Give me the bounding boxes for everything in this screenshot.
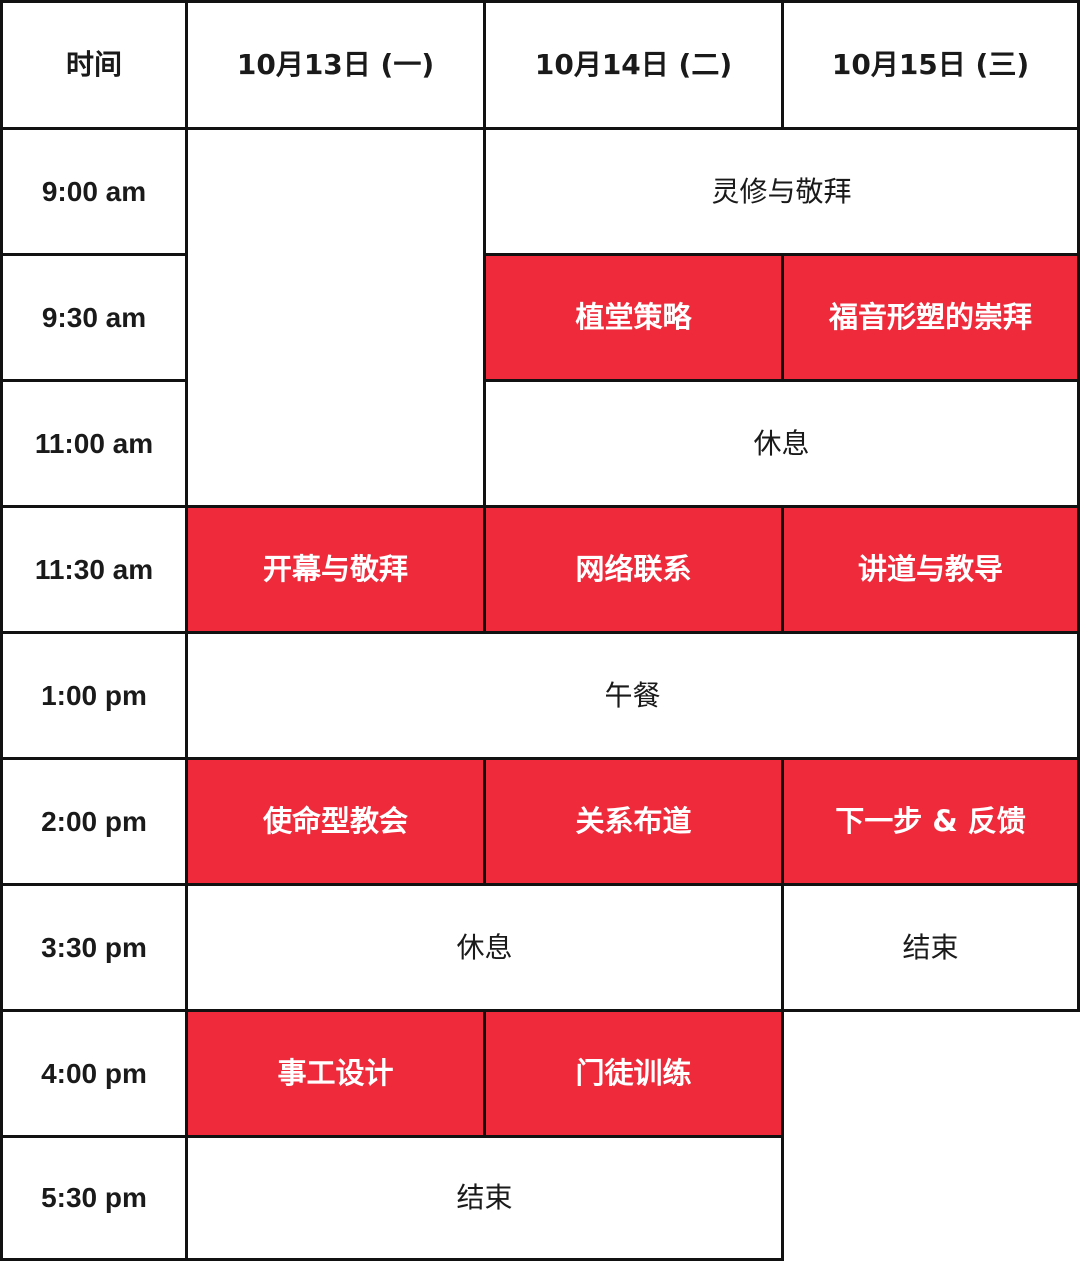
session-gospel-worship: 福音形塑的崇拜 <box>781 253 1080 382</box>
time-slot: 9:00 am <box>0 127 188 256</box>
event-lunch: 午餐 <box>185 631 1080 760</box>
event-break-afternoon: 休息 <box>185 883 784 1012</box>
session-preaching: 讲道与教导 <box>781 505 1080 634</box>
session-missional-church: 使命型教会 <box>185 757 486 886</box>
header-day-2: 10月14日 (二) <box>483 0 784 130</box>
time-slot: 4:00 pm <box>0 1009 188 1138</box>
time-slot: 11:00 am <box>0 379 188 508</box>
session-church-planting: 植堂策略 <box>483 253 784 382</box>
session-relational-evangelism: 关系布道 <box>483 757 784 886</box>
event-devotion: 灵修与敬拜 <box>483 127 1080 256</box>
time-slot: 11:30 am <box>0 505 188 634</box>
session-opening-worship: 开幕与敬拜 <box>185 505 486 634</box>
header-time: 时间 <box>0 0 188 130</box>
event-break-morning: 休息 <box>483 379 1080 508</box>
empty-slot-day1-morning <box>185 127 486 508</box>
session-ministry-design: 事工设计 <box>185 1009 486 1138</box>
header-day-3: 10月15日 (三) <box>781 0 1080 130</box>
event-end-day12: 结束 <box>185 1135 784 1261</box>
time-slot: 3:30 pm <box>0 883 188 1012</box>
time-slot: 9:30 am <box>0 253 188 382</box>
time-slot: 1:00 pm <box>0 631 188 760</box>
session-next-steps: 下一步 & 反馈 <box>781 757 1080 886</box>
header-day-1: 10月13日 (一) <box>185 0 486 130</box>
time-slot: 5:30 pm <box>0 1135 188 1261</box>
time-slot: 2:00 pm <box>0 757 188 886</box>
session-networking: 网络联系 <box>483 505 784 634</box>
event-end-day3: 结束 <box>781 883 1080 1012</box>
session-discipleship: 门徒训练 <box>483 1009 784 1138</box>
